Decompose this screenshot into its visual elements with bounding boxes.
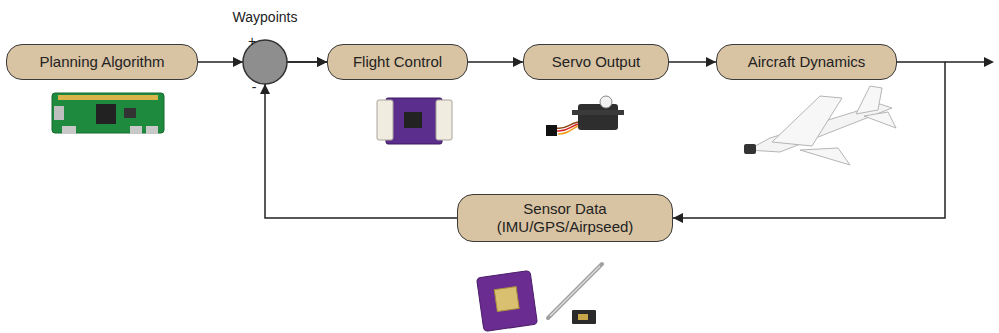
- process-box: Servo Output: [523, 44, 669, 80]
- junction-arrowhead: [233, 57, 243, 67]
- flow-arrow: [669, 61, 716, 63]
- gpio-header: [58, 95, 158, 100]
- junction-arrowhead: [260, 84, 270, 94]
- output-line: [945, 61, 985, 63]
- connector-housing: [436, 100, 452, 140]
- propeller-motor: [744, 144, 756, 154]
- imu-gps-board: [477, 271, 538, 332]
- usb-port: [62, 126, 76, 134]
- wing: [800, 148, 850, 165]
- box-label: Sensor Data (IMU/GPS/Airpseed): [468, 200, 662, 236]
- box-label: Servo Output: [534, 53, 658, 71]
- servo-body: [578, 104, 618, 130]
- servo-tab: [572, 110, 624, 115]
- wing: [772, 96, 842, 146]
- process-box: Sensor Data (IMU/GPS/Airpseed): [457, 194, 673, 242]
- tail-plane: [864, 112, 896, 128]
- controller-chip: [404, 112, 422, 128]
- box-label: Aircraft Dynamics: [727, 53, 886, 71]
- servo-plug: [546, 125, 557, 136]
- flight-controller-board: [386, 98, 442, 144]
- processor-chip: [96, 104, 116, 124]
- flow-arrow: [265, 62, 457, 218]
- servo-wire: [558, 126, 578, 134]
- airspeed-sensor-board: [572, 310, 596, 324]
- sd-slot: [54, 106, 64, 120]
- pitot-tube-highlight: [550, 266, 600, 316]
- process-box: Aircraft Dynamics: [716, 44, 897, 80]
- box-label: Flight Control: [338, 53, 457, 71]
- airspeed-chip: [578, 314, 588, 320]
- box-label: Planning Algorithm: [17, 53, 187, 71]
- connector-housing: [377, 100, 393, 140]
- sign-label: +: [248, 34, 256, 49]
- tail-fin: [856, 86, 882, 114]
- output-arrowhead: [984, 57, 994, 67]
- gps-module: [494, 287, 519, 312]
- small-chip: [124, 108, 136, 118]
- sign-label: -: [252, 80, 257, 95]
- process-box: Flight Control: [327, 44, 468, 80]
- flow-arrow: [468, 61, 523, 63]
- pitot-tube: [548, 264, 602, 318]
- flow-arrow: [673, 62, 945, 218]
- usb-port: [146, 126, 158, 134]
- signal-label: Waypoints: [233, 10, 298, 25]
- usb-port: [130, 126, 142, 134]
- process-box: Planning Algorithm: [6, 44, 198, 80]
- servo-horn: [600, 96, 612, 108]
- pi-board: [52, 93, 164, 133]
